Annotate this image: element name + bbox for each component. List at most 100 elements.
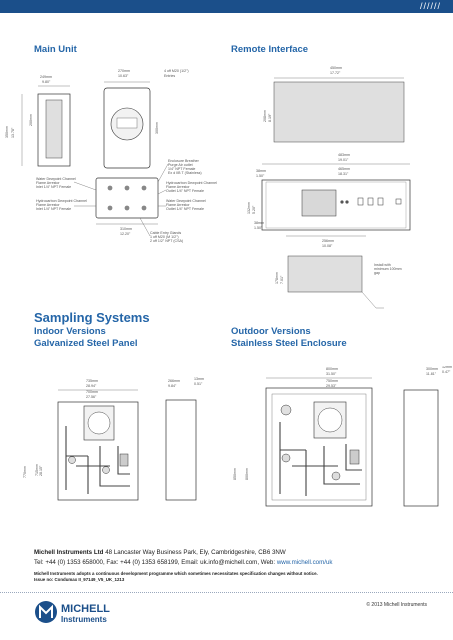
svg-text:Purge Air outlet: Purge Air outlet xyxy=(168,163,193,167)
svg-text:Install with: Install with xyxy=(374,263,391,267)
side-view-panel xyxy=(45,99,63,159)
outdoor-subtitle: Stainless Steel Enclosure xyxy=(231,338,347,349)
svg-text:18.31": 18.31" xyxy=(338,172,349,176)
svg-text:Water Dewpoint Channel: Water Dewpoint Channel xyxy=(166,199,206,203)
dim-front-height: 300mm xyxy=(155,122,159,134)
svg-text:gap: gap xyxy=(374,271,380,275)
top-banner: ////// xyxy=(0,0,453,13)
svg-text:Inlet 1/4" NPT Female: Inlet 1/4" NPT Female xyxy=(36,185,71,189)
svg-text:Entries: Entries xyxy=(164,74,175,78)
entry-label: 4 off M20 (1/2") xyxy=(164,69,189,73)
dim-indoor-d1: 266mm xyxy=(168,379,180,383)
bottom-view-body xyxy=(95,177,159,219)
indoor-side-view xyxy=(165,399,197,501)
svg-text:8.19": 8.19" xyxy=(268,113,272,122)
dim-bottom-width: 310mm xyxy=(120,227,132,231)
dim-outdoor-d1: 300mm xyxy=(426,367,438,371)
svg-text:208mm: 208mm xyxy=(263,110,267,122)
svg-text:1.50": 1.50" xyxy=(256,174,265,178)
svg-text:Hydrocarbon Dewpoint Channel: Hydrocarbon Dewpoint Channel xyxy=(166,181,217,185)
svg-text:Hydrocarbon Dewpoint Channel: Hydrocarbon Dewpoint Channel xyxy=(36,199,87,203)
svg-text:38mm: 38mm xyxy=(254,221,264,225)
remote-interface-drawing: 450mm 17.72" 208mm 8.19" 483mm 19.01" 46… xyxy=(247,66,411,309)
svg-text:465mm: 465mm xyxy=(338,167,350,171)
svg-text:Flame Arrestor: Flame Arrestor xyxy=(166,203,190,207)
michell-logo: MICHELL Instruments xyxy=(35,601,110,624)
svg-text:256mm: 256mm xyxy=(322,239,334,243)
svg-text:1/4" NPT Female: 1/4" NPT Female xyxy=(168,167,195,171)
svg-text:750mm: 750mm xyxy=(326,379,338,383)
outdoor-drawing: 800mm 31.50" 750mm 29.53" 850mm 800mm 30… xyxy=(233,366,452,507)
svg-text:Inlet 1/4" NPT Female: Inlet 1/4" NPT Female xyxy=(36,207,71,211)
remote-side-view xyxy=(287,255,363,293)
svg-text:Enclosure Breather: Enclosure Breather xyxy=(168,159,200,163)
svg-text:Ex d IIB T (Stainless): Ex d IIB T (Stainless) xyxy=(168,171,202,175)
dim-remote-top-width: 450mm xyxy=(330,66,342,70)
svg-text:715mm: 715mm xyxy=(35,464,39,476)
address-line: Michell Instruments Ltd 48 Lancaster Way… xyxy=(34,549,286,556)
dim-remote-front-width: 483mm xyxy=(338,153,350,157)
dim-indoor-w1: 735mm xyxy=(86,379,98,383)
svg-text:Outlet 1/4" NPT Female: Outlet 1/4" NPT Female xyxy=(166,207,204,211)
svg-text:19.01": 19.01" xyxy=(338,158,349,162)
copyright-text: © 2013 Michell Instruments xyxy=(366,602,427,608)
svg-text:800mm: 800mm xyxy=(245,468,249,480)
svg-text:1 off M20 (M 1/2"): 1 off M20 (M 1/2") xyxy=(150,235,179,239)
indoor-versions-heading: Indoor Versions xyxy=(34,326,106,337)
svg-text:9.84": 9.84" xyxy=(168,384,177,388)
dim-overall-height: 350mm xyxy=(5,126,9,138)
remote-interface-heading: Remote Interface xyxy=(231,44,309,55)
svg-text:10.63": 10.63" xyxy=(118,74,129,78)
dim-outdoor-w1: 800mm xyxy=(326,367,338,371)
dim-front-width: 270mm xyxy=(118,69,130,73)
svg-text:12mm: 12mm xyxy=(442,366,452,369)
dim-side-width: 249mm xyxy=(40,75,52,79)
svg-text:Instruments: Instruments xyxy=(61,615,107,624)
svg-text:38mm: 38mm xyxy=(256,169,266,173)
contact-line: Tel: +44 (0) 1353 658000, Fax: +44 (0) 1… xyxy=(34,559,333,566)
sampling-systems-heading: Sampling Systems xyxy=(34,310,150,325)
svg-text:Water Dewpoint Channel: Water Dewpoint Channel xyxy=(36,177,76,181)
svg-text:29.53": 29.53" xyxy=(326,384,337,388)
svg-text:700mm: 700mm xyxy=(86,390,98,394)
svg-text:11.81": 11.81" xyxy=(426,372,437,376)
svg-text:28.94": 28.94" xyxy=(86,384,97,388)
svg-text:1.50": 1.50" xyxy=(254,226,263,230)
svg-text:Flame Arrestor: Flame Arrestor xyxy=(166,185,190,189)
svg-text:Flame Arrestor: Flame Arrestor xyxy=(36,203,60,207)
banner-slash-icon: ////// xyxy=(419,1,441,11)
remote-top-view xyxy=(273,81,405,143)
svg-text:7.01": 7.01" xyxy=(280,275,284,284)
main-unit-drawing: 249mm 9.80" 350mm 13.78" 200mm 270mm 10.… xyxy=(5,69,217,243)
svg-text:0.51": 0.51" xyxy=(194,382,203,386)
svg-text:MICHELL: MICHELL xyxy=(61,603,110,615)
indoor-drawing: 735mm 28.94" 700mm 27.56" 770mm 715mm 28… xyxy=(23,377,204,501)
main-unit-heading: Main Unit xyxy=(34,44,77,55)
svg-text:5.20": 5.20" xyxy=(252,205,256,214)
svg-text:Flame Arrestor: Flame Arrestor xyxy=(36,181,60,185)
svg-text:0.47": 0.47" xyxy=(442,370,451,374)
svg-text:132mm: 132mm xyxy=(247,202,251,214)
outdoor-versions-heading: Outdoor Versions xyxy=(231,326,311,337)
dim-side-height: 200mm xyxy=(29,114,33,126)
dim-indoor-h1: 770mm xyxy=(23,466,27,478)
svg-text:2 off 1/2" NPT (CSA): 2 off 1/2" NPT (CSA) xyxy=(150,239,183,243)
company-address: 48 Lancaster Way Business Park, Ely, Cam… xyxy=(105,549,286,556)
svg-text:178mm: 178mm xyxy=(275,272,279,284)
svg-text:31.50": 31.50" xyxy=(326,372,337,376)
company-name: Michell Instruments Ltd xyxy=(34,549,104,556)
svg-text:27.56": 27.56" xyxy=(86,395,97,399)
svg-text:9.80": 9.80" xyxy=(42,80,51,84)
policy-note: Michell Instruments adopts a continuous … xyxy=(34,571,318,576)
svg-text:28.15": 28.15" xyxy=(39,465,43,476)
svg-text:17.72": 17.72" xyxy=(330,71,341,75)
footer-divider xyxy=(0,592,453,594)
svg-text:13.78": 13.78" xyxy=(11,127,15,138)
remote-display-screen xyxy=(301,189,337,217)
svg-text:Outlet 1/4" NPT Female: Outlet 1/4" NPT Female xyxy=(166,189,204,193)
svg-text:13mm: 13mm xyxy=(194,377,204,381)
outdoor-side-view xyxy=(403,389,439,507)
website-link[interactable]: www.michell.com/uk xyxy=(276,559,333,566)
svg-text:Cable Entry Glands: Cable Entry Glands xyxy=(150,231,181,235)
svg-text:12.20": 12.20" xyxy=(120,232,131,236)
